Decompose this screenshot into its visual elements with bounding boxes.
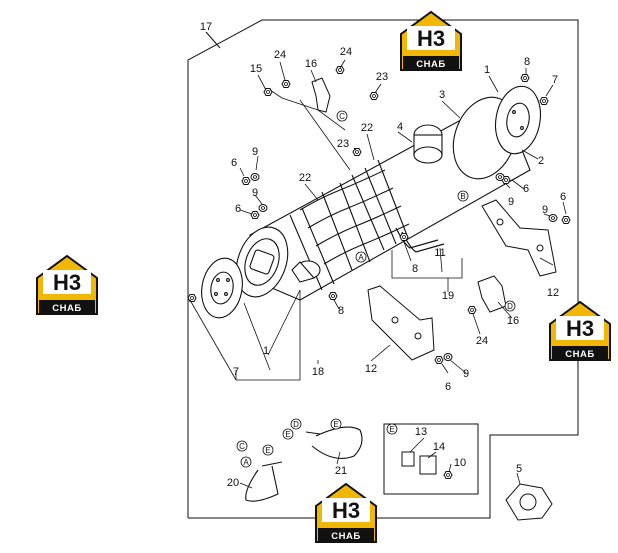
callout-24-right: 24 (476, 335, 488, 347)
callout-23-top: 23 (376, 71, 388, 83)
logo-letters-right: H3 (566, 316, 594, 341)
ref-letter-a-center: A (358, 253, 364, 262)
muffler-assembly (235, 96, 531, 301)
logo-letters-left: H3 (53, 270, 81, 295)
callout-18: 18 (312, 366, 324, 378)
bracket-right (481, 199, 557, 277)
callout-24-a: 24 (274, 49, 286, 61)
logo-letters-bottom: H3 (332, 498, 360, 523)
callout-12-right: 12 (547, 287, 559, 299)
callout-8-lower: 8 (338, 305, 344, 317)
callout-22-upper: 22 (361, 122, 373, 134)
hose-20 (245, 461, 283, 502)
logo-caption-right: CHAБ (565, 349, 594, 360)
logo-letters-top: H3 (417, 26, 445, 51)
callout-6-left-a: 6 (231, 157, 237, 169)
callout-24-b: 24 (340, 46, 352, 58)
callout-6-left-b: 6 (235, 203, 241, 215)
callout-12-lower: 12 (365, 363, 377, 375)
callout-20: 20 (227, 477, 239, 489)
watermark-logo-right: H3 CHAБ (549, 301, 611, 361)
callout-17: 17 (200, 21, 212, 33)
callout-22-left: 22 (299, 172, 311, 184)
callout-9-right-a: 9 (508, 196, 514, 208)
callout-15: 15 (250, 63, 262, 75)
flange-right (494, 85, 542, 155)
callout-3: 3 (439, 89, 445, 101)
callout-9-left-b: 9 (252, 187, 258, 199)
callout-numbers: 17 24 24 16 15 23 23 22 22 3 4 1 8 7 2 6… (200, 21, 566, 489)
ref-letter-d-right: D (507, 302, 513, 311)
callout-9-right-b: 9 (542, 204, 548, 216)
callout-6-right-b: 6 (560, 191, 566, 203)
callout-7-right: 7 (552, 74, 558, 86)
callout-14: 14 (433, 441, 445, 453)
ref-letter-e-inset: E (389, 425, 394, 434)
gasket-5 (505, 483, 553, 521)
ref-letter-c-left: C (239, 442, 245, 451)
callout-1-right: 1 (484, 64, 490, 76)
callout-5: 5 (516, 463, 522, 475)
callout-21: 21 (335, 465, 347, 477)
reference-letters: C B A D C A E D E E E (239, 112, 513, 467)
ref-letter-e-mid-a: E (285, 430, 290, 439)
callout-6-right-a: 6 (523, 183, 529, 195)
callout-4: 4 (397, 121, 403, 133)
frame-border (187, 19, 579, 519)
reference-circles (236, 110, 516, 468)
logo-caption-bottom: CHAБ (331, 531, 360, 542)
callout-6-lower: 6 (445, 381, 451, 393)
callout-8-right: 8 (524, 56, 530, 68)
callout-7-left: 7 (233, 366, 239, 378)
hose-21 (305, 426, 363, 459)
callout-11: 11 (434, 247, 445, 259)
inset-box (383, 423, 479, 495)
callout-9-lower: 9 (463, 368, 469, 380)
ref-letter-b-right: B (460, 192, 465, 201)
callout-16-top: 16 (305, 58, 317, 70)
callout-16-right: 16 (507, 315, 519, 327)
callout-2: 2 (538, 155, 544, 167)
ref-letter-e-mid-b: E (333, 420, 338, 429)
leader-lines (189, 59, 567, 489)
callout-9-left-a: 9 (252, 146, 258, 158)
watermark-logo-top: H3 CHAБ (400, 11, 462, 71)
bracket-top (311, 77, 331, 113)
flange-left (201, 257, 243, 319)
ref-letter-c-top: C (339, 112, 345, 121)
bracket-lower (367, 285, 435, 361)
callout-1-left: 1 (263, 345, 269, 357)
logo-caption-top: CHAБ (416, 59, 445, 70)
callout-10: 10 (454, 457, 466, 469)
ref-letter-a-left: A (243, 458, 249, 467)
watermark-logo-left: H3 CHAБ (36, 255, 98, 315)
callout-19: 19 (442, 290, 454, 302)
logo-caption-left: CHAБ (52, 303, 81, 314)
watermark-logo-bottom: H3 CHAБ (315, 483, 377, 543)
callout-8-center: 8 (412, 263, 418, 275)
ref-letter-d-mid: D (293, 420, 299, 429)
callout-13: 13 (415, 426, 427, 438)
callout-23-mid: 23 (337, 138, 349, 150)
ref-letter-e-left: E (265, 446, 270, 455)
